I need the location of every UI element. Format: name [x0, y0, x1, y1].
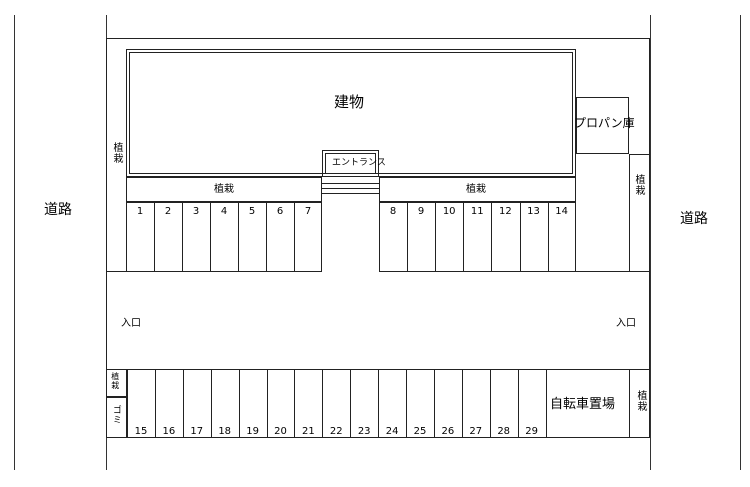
- entrance-step: [322, 188, 379, 189]
- entrance-step: [322, 193, 379, 194]
- planting-bottom-left-label: 植栽: [110, 372, 120, 390]
- stall-number: 23: [357, 426, 371, 437]
- stall-number: 15: [134, 426, 148, 437]
- planting-bar-right-label: 植栽: [466, 184, 486, 195]
- stall-number: 10: [442, 206, 456, 217]
- stall-divider: [154, 369, 156, 438]
- stall-divider: [238, 369, 240, 438]
- stall-divider: [294, 202, 295, 272]
- entrance: [322, 150, 379, 177]
- stall-number: 9: [417, 206, 425, 217]
- stall-divider: [182, 369, 184, 438]
- aisle-edge-top-right: [576, 271, 650, 272]
- stall-divider: [519, 202, 521, 272]
- stall-divider: [378, 369, 380, 438]
- stall-divider: [435, 202, 437, 272]
- stall-divider: [322, 369, 324, 438]
- stall-divider: [210, 202, 211, 272]
- stall-divider: [463, 202, 465, 272]
- garbage-label: ゴミ: [110, 405, 121, 425]
- stall-number: 11: [470, 206, 484, 217]
- planting-bar-left-label: 植栽: [214, 184, 234, 195]
- stall-number: 27: [469, 426, 483, 437]
- road-label-left: 道路: [44, 202, 72, 218]
- planting-label-left-top: 植栽: [111, 142, 122, 164]
- road-edge-right-inner: [650, 15, 651, 470]
- entrance-step: [322, 183, 379, 184]
- stall-divider: [238, 202, 239, 272]
- stall-number: 4: [220, 206, 228, 217]
- stall-number: 3: [192, 206, 200, 217]
- entry-label-right: 入口: [616, 318, 636, 329]
- parking-row-top-right: [379, 202, 576, 272]
- planting-label-right-top: 植栽: [633, 174, 644, 196]
- propane-label: プロパン庫: [574, 116, 635, 130]
- stall-divider: [266, 369, 268, 438]
- entrance-label: エントランス: [332, 158, 386, 168]
- stall-number: 28: [497, 426, 511, 437]
- stall-number: 29: [525, 426, 538, 437]
- garbage-area: [106, 397, 127, 438]
- propane-storage: [576, 97, 629, 154]
- bicycle-label: 自転車置場: [550, 397, 616, 412]
- stall-divider: [491, 202, 493, 272]
- stall-number: 7: [304, 206, 312, 217]
- stall-number: 18: [218, 426, 232, 437]
- stall-divider: [182, 202, 183, 272]
- building-label: 建物: [334, 93, 365, 111]
- stall-number: 1: [136, 206, 144, 217]
- stall-divider: [547, 202, 549, 272]
- stall-number: 22: [329, 426, 343, 437]
- entry-label-left: 入口: [121, 318, 141, 329]
- stall-number: 6: [276, 206, 284, 217]
- stall-divider: [407, 202, 409, 272]
- stall-number: 2: [164, 206, 172, 217]
- stall-divider: [294, 369, 296, 438]
- stall-number: 8: [389, 206, 397, 217]
- planting-strip-right: [629, 154, 650, 272]
- stall-divider: [517, 369, 519, 438]
- stall-number: 5: [248, 206, 256, 217]
- parking-row-top-left: [126, 202, 322, 272]
- stall-number: 19: [246, 426, 259, 437]
- stall-number: 20: [274, 426, 287, 437]
- aisle-edge-top-left: [106, 271, 126, 272]
- stall-number: 12: [499, 206, 512, 217]
- stall-divider: [127, 369, 128, 438]
- stall-divider: [489, 369, 491, 438]
- stall-number: 24: [385, 426, 399, 437]
- road-label-right: 道路: [680, 211, 708, 227]
- stall-divider: [266, 202, 267, 272]
- entrance-inner: [325, 153, 376, 174]
- stall-divider: [406, 369, 407, 438]
- stall-number: 26: [441, 426, 455, 437]
- stall-number: 21: [302, 426, 315, 437]
- stall-number: 25: [413, 426, 427, 437]
- stall-number: 13: [527, 206, 540, 217]
- stall-divider: [433, 369, 435, 438]
- planting-bar-right: [379, 177, 576, 202]
- road-edge-left: [14, 15, 15, 470]
- stall-divider: [210, 369, 212, 438]
- planting-bar-left: [126, 177, 322, 202]
- stall-number: 16: [162, 426, 176, 437]
- stall-divider: [154, 202, 155, 272]
- planting-bottom-right-label: 植栽: [635, 390, 646, 412]
- stall-number: 17: [190, 426, 204, 437]
- stall-number: 14: [555, 206, 568, 217]
- bicycle-parking: [546, 369, 630, 438]
- road-edge-right: [740, 15, 741, 470]
- planting-bottom-left: [106, 369, 127, 397]
- stall-divider: [461, 369, 463, 438]
- bottom-row-top-edge: [106, 369, 650, 370]
- stall-divider: [350, 369, 352, 438]
- site-boundary: [106, 38, 650, 438]
